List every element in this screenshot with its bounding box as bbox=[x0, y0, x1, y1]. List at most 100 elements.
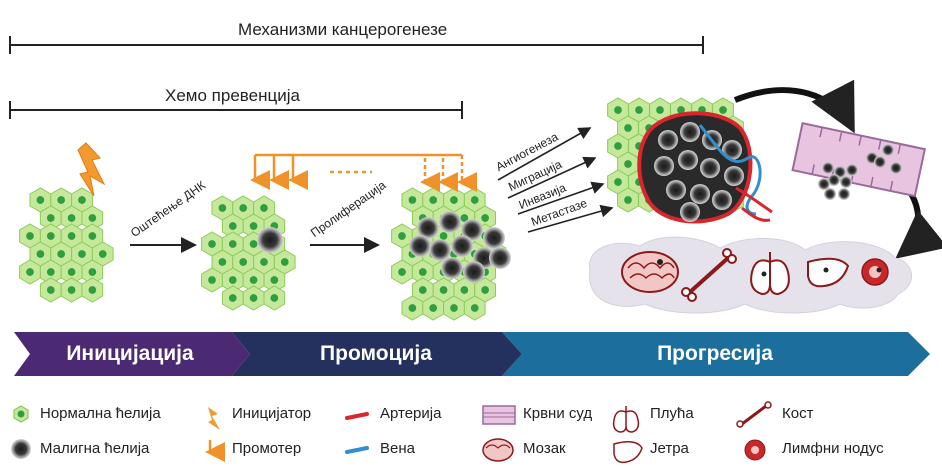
cell-nucleus bbox=[26, 268, 34, 276]
cell-nucleus bbox=[208, 240, 216, 248]
artery-line bbox=[735, 186, 773, 222]
legend-malignant-cell-label: Малигна ћелија bbox=[40, 440, 150, 457]
legend-brain-icon bbox=[482, 438, 514, 462]
malignant-cell bbox=[483, 227, 505, 249]
legend-liver-icon bbox=[613, 441, 643, 464]
phase-progression-banner bbox=[502, 332, 930, 376]
cell-nucleus bbox=[614, 142, 622, 150]
legend-brain-label: Мозак bbox=[523, 440, 566, 457]
normal-cell-cluster-stage1 bbox=[19, 187, 114, 303]
cell-nucleus bbox=[36, 196, 45, 204]
cell-nucleus bbox=[228, 294, 237, 302]
cell-nucleus bbox=[46, 232, 55, 240]
malignant-cell bbox=[838, 188, 850, 200]
cell-nucleus bbox=[46, 286, 55, 294]
legend-initiator-icon bbox=[208, 407, 220, 430]
phase-progression-label: Прогресија bbox=[657, 342, 773, 365]
cell-nucleus bbox=[88, 214, 97, 222]
cell-nucleus bbox=[481, 214, 489, 222]
legend-lungs-label: Плућа bbox=[650, 405, 694, 422]
legend-normal-cell-label: Нормална ћелија bbox=[40, 405, 161, 422]
cell-nucleus bbox=[635, 106, 643, 114]
cell-nucleus bbox=[624, 124, 632, 132]
cell-nucleus bbox=[719, 106, 727, 114]
blood-vessel-with-cells bbox=[791, 121, 927, 200]
cell-nucleus bbox=[57, 250, 66, 258]
legend-promoter-label: Промотер bbox=[232, 440, 302, 457]
legend-normal-cell-icon bbox=[13, 405, 29, 423]
phase-initiation-label: Иницијација bbox=[66, 342, 194, 365]
phase-promotion-label: Промоција bbox=[320, 342, 432, 365]
cell-nucleus bbox=[408, 304, 417, 312]
cell-nucleus bbox=[67, 286, 76, 294]
cell-nucleus bbox=[614, 106, 622, 114]
legend-vein-label: Вена bbox=[380, 440, 415, 457]
malignant-cell bbox=[461, 219, 483, 241]
legend-liver-label: Јетра bbox=[650, 440, 689, 457]
tumor-cluster-stage3 bbox=[391, 187, 511, 321]
malignant-cell bbox=[680, 122, 700, 142]
malignant-cell bbox=[257, 227, 283, 253]
cell-nucleus bbox=[36, 250, 45, 258]
malignant-cell bbox=[828, 174, 840, 186]
lymph-node-icon bbox=[861, 258, 889, 286]
malignant-cell bbox=[658, 130, 678, 150]
cell-nucleus bbox=[46, 268, 55, 276]
malignant-cell bbox=[882, 144, 894, 156]
malignant-cell bbox=[463, 261, 485, 283]
cell-nucleus bbox=[218, 258, 227, 266]
legend-lungs-icon bbox=[612, 406, 640, 433]
cell-nucleus bbox=[418, 286, 427, 294]
cell-nucleus bbox=[470, 304, 479, 312]
mechanisms-bracket bbox=[9, 36, 704, 54]
legend-initiator-label: Иницијатор bbox=[232, 405, 312, 422]
cell-nucleus bbox=[57, 196, 66, 204]
legend-lymph-node-label: Лимфни нодус bbox=[782, 440, 884, 457]
cell-nucleus bbox=[228, 240, 237, 248]
malignant-cell bbox=[874, 156, 886, 168]
cell-nucleus bbox=[67, 268, 76, 276]
cell-nucleus bbox=[249, 294, 258, 302]
malignant-cell bbox=[822, 162, 834, 174]
malignant-cell bbox=[678, 150, 698, 170]
malignant-cell bbox=[722, 140, 742, 160]
phase-initiation-banner bbox=[14, 332, 250, 376]
cell-nucleus bbox=[418, 268, 427, 276]
cell-nucleus bbox=[677, 106, 685, 114]
cell-nucleus bbox=[280, 258, 289, 266]
legend-malignant-cell-icon bbox=[11, 439, 31, 459]
cell-nucleus bbox=[460, 286, 469, 294]
legend-blood-vessel-icon bbox=[482, 405, 516, 425]
cell-nucleus bbox=[88, 286, 97, 294]
cell-nucleus bbox=[239, 258, 248, 266]
cell-nucleus bbox=[88, 232, 97, 240]
cell-nucleus bbox=[208, 276, 216, 284]
cell-nucleus bbox=[398, 268, 406, 276]
cell-nucleus bbox=[249, 276, 258, 284]
mechanisms-title: Механизми канцерогенезе bbox=[238, 20, 448, 39]
cell-nucleus bbox=[450, 196, 458, 204]
malignant-cell bbox=[441, 257, 463, 279]
cell-nucleus bbox=[98, 250, 107, 258]
malignant-cell bbox=[890, 162, 902, 174]
vein-line bbox=[698, 124, 762, 216]
promoter-arrows bbox=[250, 153, 477, 192]
cell-nucleus bbox=[270, 276, 279, 284]
cell-nucleus bbox=[270, 294, 279, 302]
malignant-cell bbox=[818, 178, 830, 190]
legend-bone-icon bbox=[736, 401, 772, 428]
malignant-cell bbox=[654, 156, 674, 176]
malignant-cell bbox=[840, 176, 852, 188]
liver-icon bbox=[807, 257, 850, 288]
cell-nucleus bbox=[67, 214, 76, 222]
cell-nucleus bbox=[439, 232, 448, 240]
malignant-cell bbox=[690, 184, 710, 204]
legend-lymph-node-icon bbox=[744, 439, 766, 461]
malignant-cell bbox=[417, 217, 439, 239]
malignant-cell bbox=[680, 202, 700, 222]
cell-nucleus bbox=[239, 204, 248, 212]
cell-nucleus bbox=[439, 286, 448, 294]
malignant-cell bbox=[489, 247, 511, 269]
normal-cell-cluster-stage2 bbox=[201, 195, 296, 311]
cell-nucleus bbox=[470, 196, 479, 204]
